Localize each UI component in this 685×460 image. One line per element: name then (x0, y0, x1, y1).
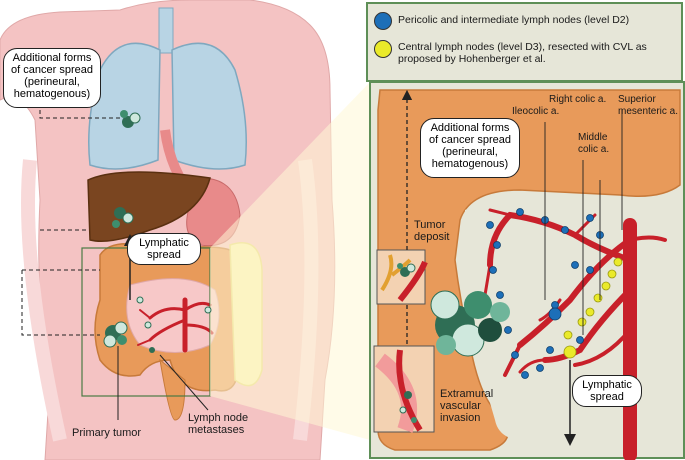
lymph-node-metastases-label: Lymph node metastases (188, 412, 249, 436)
legend: Pericolic and intermediate lymph nodes (… (366, 2, 683, 82)
d2-nodes (486, 208, 604, 379)
left-spread-note: Additional forms of cancer spread (perin… (3, 48, 101, 108)
superior-mesenteric-label: Superior mesenteric a. (618, 94, 679, 117)
d3-nodes (563, 257, 623, 359)
spread-dashed-lines (21, 110, 120, 336)
right-lung (171, 42, 247, 170)
node-metastases-leader (159, 354, 209, 411)
d3-legend-label: Central lymph nodes (level D3), resected… (398, 41, 647, 65)
lung-metastasis-cluster (120, 110, 141, 128)
ileocolic-label: Ileocolic a. (512, 106, 560, 117)
right-colic-label: Right colic a. (549, 94, 607, 105)
primary-tumor-label: Primary tumor (72, 427, 142, 439)
middle-colic-label: Middle colic a. (578, 132, 610, 155)
d3-legend-dot (374, 40, 392, 58)
zoom-projection (210, 82, 370, 440)
arm-shading (21, 159, 67, 442)
right-spread-note: Additional forms of cancer spread (perin… (420, 118, 520, 178)
left-lung (88, 42, 161, 170)
rectum (159, 358, 186, 421)
left-small-nodes (136, 296, 212, 353)
tumor-deposit-art (380, 254, 428, 302)
vascular-invasion-art (375, 349, 423, 433)
trachea (158, 7, 174, 54)
small-intestine (126, 278, 220, 353)
d2-legend-label: Pericolic and intermediate lymph nodes (… (398, 14, 630, 26)
d2-legend-dot (374, 12, 392, 30)
left-lymphatic-spread: Lymphatic spread (127, 233, 201, 265)
extramural-invasion-label: Extramural vascular invasion (440, 388, 494, 424)
primary-tumor-left (103, 321, 128, 348)
tumor-deposit-label: Tumor deposit (414, 219, 450, 243)
left-arteries (137, 297, 214, 353)
right-lymphatic-spread: Lymphatic spread (572, 375, 642, 407)
artery-leaders (544, 110, 623, 335)
liver-metastasis-cluster (112, 207, 134, 228)
zoom-primary-tumor (430, 290, 510, 357)
